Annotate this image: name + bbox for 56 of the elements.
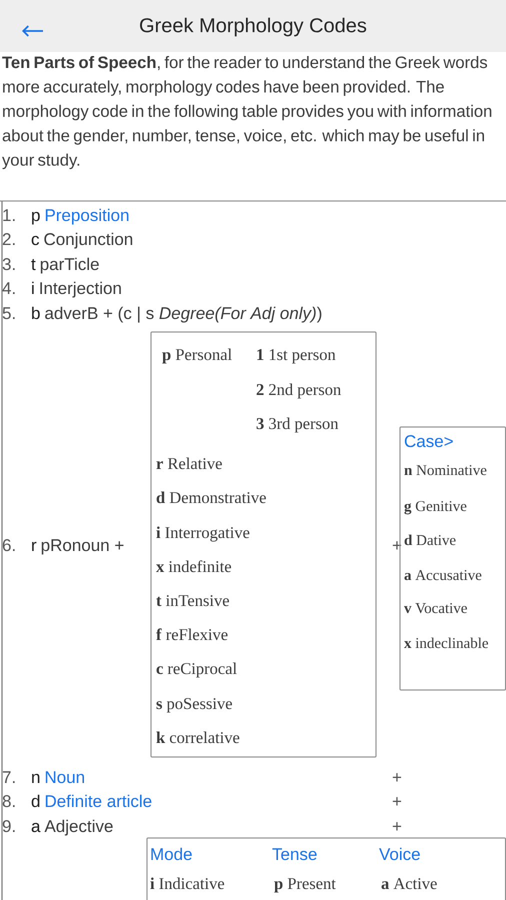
- code-entry: g Genitive: [404, 501, 466, 514]
- part-of-speech: Interjection: [40, 282, 121, 298]
- part-of-speech: Conjunction: [44, 232, 132, 249]
- code-letter: n: [32, 774, 40, 783]
- item-number: 7.: [2, 771, 15, 783]
- item-number: 3.: [2, 258, 15, 270]
- code-entry: d Dative: [404, 534, 456, 546]
- code-entry: 3 3rd person: [256, 418, 338, 433]
- code-letter: p: [32, 212, 40, 225]
- item-number: 2.: [2, 233, 15, 245]
- part-of-speech: pRonoun +: [42, 539, 124, 555]
- code-entry: i Interrogative: [156, 526, 250, 542]
- code-entry: d Demonstrative: [156, 492, 266, 504]
- part-of-speech-link: Noun: [46, 771, 84, 784]
- code-letter: r: [32, 542, 36, 551]
- code-letter: b: [32, 306, 40, 320]
- column-heading: Voice: [379, 848, 420, 860]
- code-letter: a: [32, 822, 40, 832]
- code-entry: s poSessive: [156, 698, 232, 713]
- item-number: 6.: [2, 539, 15, 552]
- code-entry: a Active: [382, 878, 437, 890]
- column-heading: Tense: [272, 848, 317, 860]
- item-number: 5.: [2, 307, 15, 320]
- code-entry: c reCiprocal: [156, 662, 237, 678]
- item-number: 1.: [3, 209, 15, 221]
- code-entry: v Vocative: [404, 603, 467, 614]
- plus-sign: +: [392, 773, 402, 782]
- item-number: 9.: [2, 820, 15, 832]
- part-of-speech-link: Definite article: [46, 794, 152, 808]
- code-entry: i Indicative: [150, 878, 224, 890]
- code-entry: x indefinite: [156, 560, 232, 572]
- code-entry: 1 1st person: [257, 349, 336, 364]
- code-letter: t: [31, 259, 36, 270]
- code-entry: x indeclinable: [404, 638, 488, 648]
- code-letter: c: [32, 236, 40, 246]
- column-heading: Case>: [404, 435, 453, 448]
- screen-title: Greek Morphology Codes: [140, 18, 366, 36]
- part-of-speech-link: Preposition: [46, 208, 128, 225]
- part-of-speech: Adjective: [44, 820, 113, 836]
- code-entry: p Personal: [162, 348, 232, 364]
- code-entry: a Accusative: [404, 570, 482, 580]
- code-entry: 2 2nd person: [256, 384, 341, 399]
- part-of-speech: adverB + (c | s Degree(For Adj only)): [45, 306, 322, 323]
- code-entry: r Relative: [156, 458, 222, 470]
- code-entry: t inTensive: [156, 595, 229, 606]
- code-entry: n Nominative: [404, 465, 486, 476]
- code-letter: d: [32, 794, 40, 808]
- part-of-speech: parTicle: [40, 258, 99, 274]
- code-entry: f reFlexive: [156, 628, 228, 640]
- intro-paragraph: Ten Parts of Speech, for the reader to understand the Greek words more accurately, morphology codes have been provided. The morphology code in the following table provides you with information about the gender, number, tense, voice, etc. which may be useful in your study.: [2, 56, 492, 170]
- column-heading: Mode: [151, 848, 192, 860]
- code-entry: k correlative: [156, 732, 240, 744]
- code-entry: p Present: [274, 878, 336, 892]
- code-letter: i: [32, 282, 34, 294]
- plus-sign: +: [392, 797, 402, 806]
- item-number: 8.: [2, 795, 15, 808]
